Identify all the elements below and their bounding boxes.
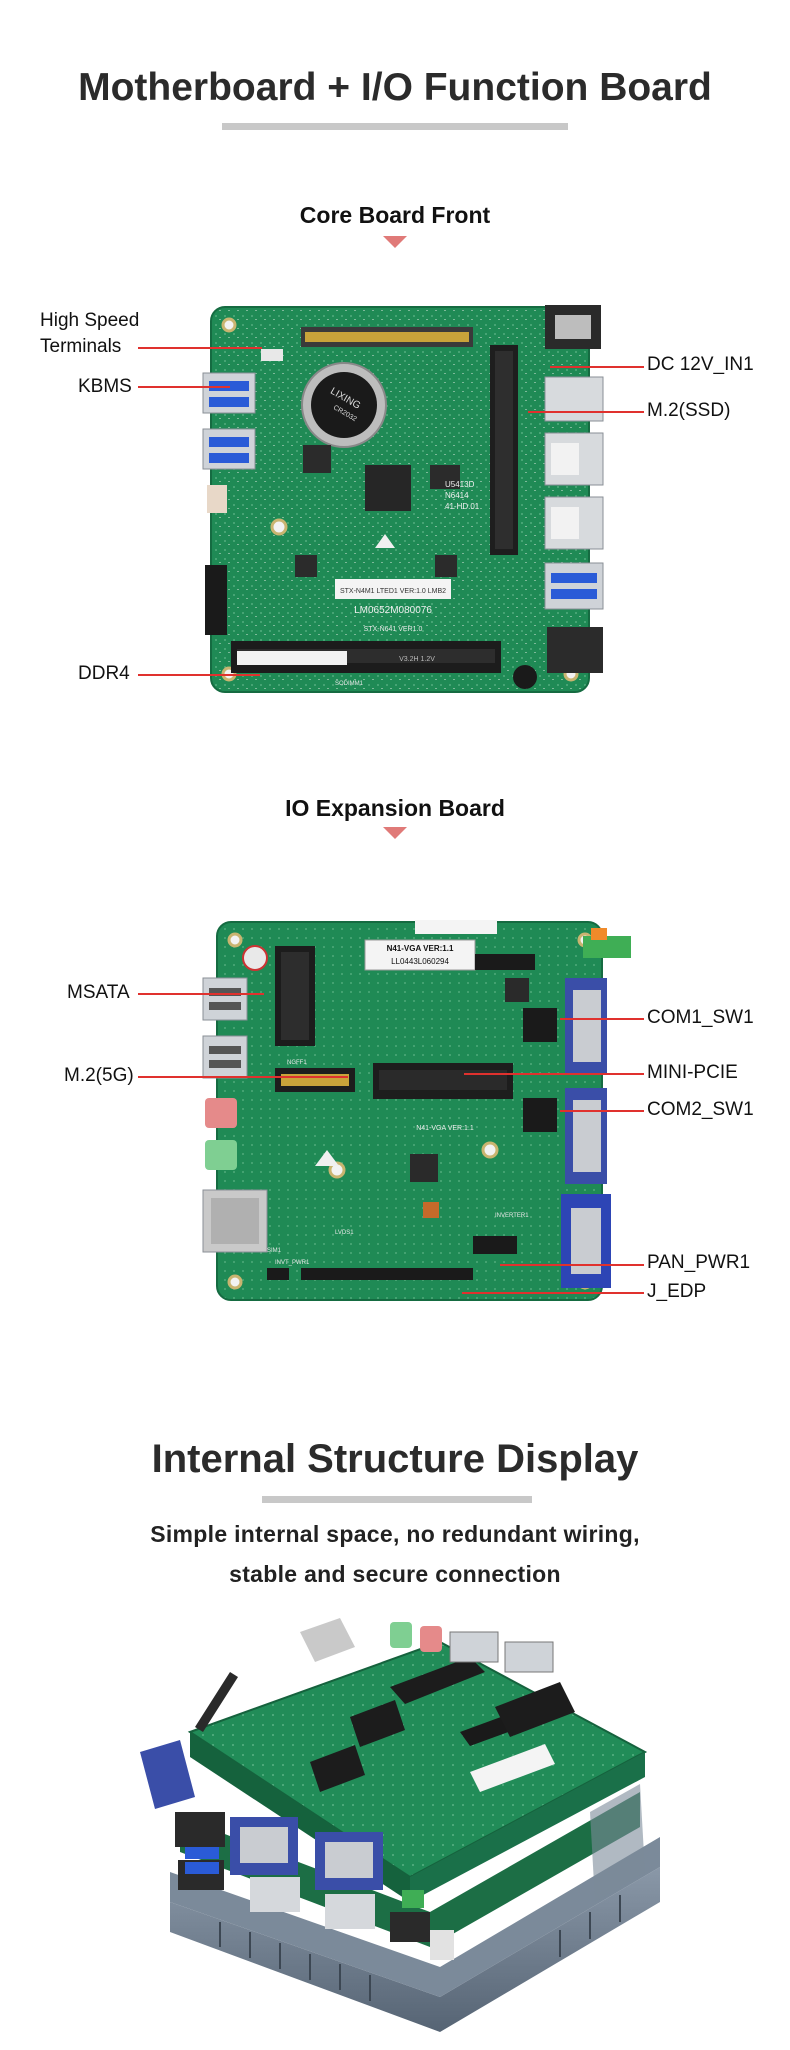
io-silk-lvds: LVDS1 (335, 1230, 354, 1236)
io-board-arrow-icon (383, 827, 407, 839)
label-m2-5g: M.2(5G) (64, 1065, 134, 1086)
core-silk-1: STX-N641 VER1.0 (364, 626, 423, 633)
io-silk-sim: SIM1 (267, 1248, 282, 1254)
io-sticker-line2: LL0443L060294 (391, 957, 449, 966)
label-ddr4: DDR4 (78, 663, 130, 684)
label-msata: MSATA (67, 982, 130, 1003)
label-j-edp: J_EDP (647, 1281, 707, 1302)
ddr-slot-text: V3.2H 1.2V (399, 656, 435, 663)
ddr-silk: SODIMM1 (335, 681, 364, 687)
tagline-line-1: Simple internal space, no redundant wiri… (150, 1521, 640, 1547)
line-kbms (138, 386, 230, 388)
label-com2-sw1: COM2_SW1 (647, 1099, 754, 1120)
line-msata (138, 993, 264, 995)
line-m2-5g (138, 1076, 348, 1078)
io-silk-mid: N41-VGA VER:1.1 (416, 1125, 474, 1132)
silk-n6414: N6414 (445, 491, 469, 500)
label-kbms: KBMS (78, 376, 132, 397)
silk-hd: 41-HD.01 (445, 502, 480, 511)
title-divider (222, 123, 568, 130)
label-high-speed-terminals: High Speed Terminals (40, 310, 140, 357)
core-sticker-1: STX-N4M1 LTED1 VER:1.0 LMB2 (340, 588, 446, 595)
line-j-edp (462, 1292, 644, 1294)
internal-structure-title: Internal Structure Display (151, 1437, 639, 1481)
io-silk-inverter: INVERTER1 (495, 1213, 529, 1219)
line-m2-ssd (528, 411, 644, 413)
label-m2-ssd: M.2(SSD) (647, 400, 731, 421)
io-silk-invt-pwr: INVT_PWR1 (275, 1260, 310, 1266)
page-title: Motherboard + I/O Function Board (78, 66, 712, 109)
line-dc-in (550, 366, 644, 368)
core-board-heading: Core Board Front (299, 202, 491, 228)
io-board-image: N41-VGA VER:1.1 LL0443L060294 N41-VGA VE… (202, 920, 631, 1301)
line-pan-pwr (500, 1264, 644, 1266)
line-com1 (560, 1018, 644, 1020)
core-sticker-2: LM0652M080076 (354, 605, 432, 616)
line-ddr4 (138, 674, 260, 676)
label-com1-sw1: COM1_SW1 (647, 1007, 754, 1028)
label-mini-pcie: MINI-PCIE (647, 1062, 738, 1083)
line-mini-pcie (464, 1073, 644, 1075)
internal-structure-image (140, 1618, 660, 2032)
silk-u5413d: U5413D (445, 480, 475, 489)
core-board-image: LIXING CR2032 U5413D N6414 41-HD.01 STX-… (202, 305, 604, 693)
label-dc-12v-in1: DC 12V_IN1 (647, 354, 754, 375)
line-com2 (560, 1110, 644, 1112)
io-silk-ngff: NGFF1 (287, 1060, 307, 1066)
internal-structure-divider (262, 1496, 532, 1503)
io-board-heading: IO Expansion Board (285, 795, 505, 821)
label-pan-pwr1: PAN_PWR1 (647, 1252, 751, 1273)
tagline-line-2: stable and secure connection (229, 1561, 561, 1587)
core-board-arrow-icon (383, 236, 407, 248)
io-sticker-line1: N41-VGA VER:1.1 (387, 944, 454, 953)
line-high-speed (138, 347, 262, 349)
